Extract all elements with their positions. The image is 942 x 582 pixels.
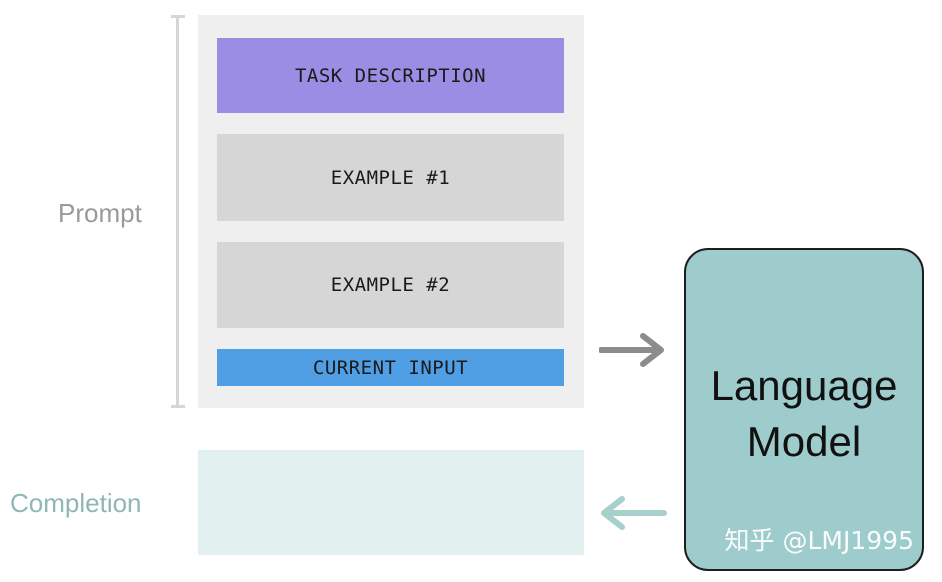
watermark: 知乎 @LMJ1995 — [724, 526, 914, 555]
prompt-bracket — [171, 15, 185, 408]
current-input-block: CURRENT INPUT — [217, 349, 564, 386]
language-model-line-2: Model — [746, 418, 862, 465]
task-description-label: TASK DESCRIPTION — [294, 64, 487, 87]
example-2-label: EXAMPLE #2 — [330, 274, 451, 296]
arrow-right-icon — [599, 333, 664, 367]
completion-label: Completion — [10, 488, 142, 518]
example-2-block: EXAMPLE #2 — [217, 242, 564, 328]
example-1-label: EXAMPLE #1 — [330, 166, 451, 189]
language-model-line-1: Language — [710, 362, 898, 409]
language-model-box: Language Model 知乎 @LMJ1995 — [684, 248, 924, 571]
completion-panel — [198, 450, 584, 555]
bracket-line — [176, 15, 179, 408]
example-1-block: EXAMPLE #1 — [217, 134, 564, 221]
task-description-block: TASK DESCRIPTION — [217, 38, 564, 113]
arrow-left-icon — [601, 496, 667, 530]
language-model-label: Language Model — [686, 358, 922, 470]
bracket-bottom — [171, 405, 185, 408]
prompt-label: Prompt — [58, 198, 142, 228]
current-input-label: CURRENT INPUT — [312, 356, 469, 379]
prompt-panel: TASK DESCRIPTION EXAMPLE #1 EXAMPLE #2 C… — [198, 15, 584, 408]
